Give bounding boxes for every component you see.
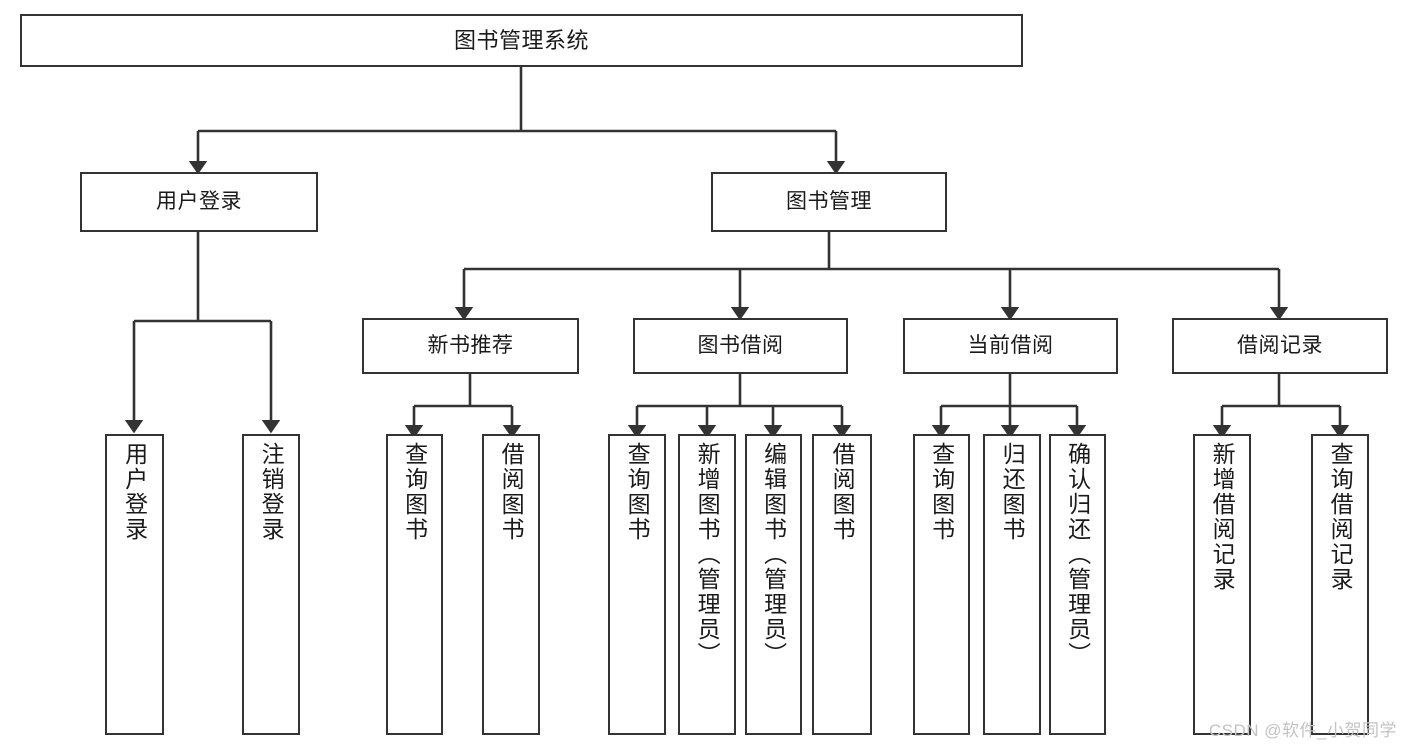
node-leaf-query-book-3[interactable]: 查询图书 [913,434,970,735]
node-leaf-query-book-1-label: 查询图书 [401,442,428,542]
node-root[interactable]: 图书管理系统 [20,14,1023,67]
node-leaf-query-record-label: 查询借阅记录 [1327,442,1354,592]
node-leaf-confirm-return[interactable]: 确认归还（管理员） [1049,434,1106,735]
node-book-borrow[interactable]: 图书借阅 [633,318,848,374]
node-leaf-return-book[interactable]: 归还图书 [983,434,1041,735]
node-leaf-borrow-book-1[interactable]: 借阅图书 [482,434,540,735]
node-current-borrow-label: 当前借阅 [967,333,1054,357]
node-leaf-edit-book[interactable]: 编辑图书（管理员） [745,434,802,735]
node-leaf-logout-label: 注销登录 [258,442,285,542]
node-user-login[interactable]: 用户登录 [80,172,318,232]
node-leaf-edit-book-label: 编辑图书（管理员） [760,442,787,667]
node-leaf-query-book-2[interactable]: 查询图书 [608,434,666,735]
node-leaf-add-record-label: 新增借阅记录 [1209,442,1236,592]
node-leaf-logout[interactable]: 注销登录 [242,434,300,735]
node-leaf-borrow-book-2-label: 借阅图书 [829,442,856,542]
node-user-login-label: 用户登录 [156,189,242,213]
node-leaf-user-login[interactable]: 用户登录 [105,434,164,735]
node-new-book-rec-label: 新书推荐 [427,333,514,357]
node-root-label: 图书管理系统 [453,27,589,53]
csdn-watermark: CSDN @软件_小贺同学 [1208,721,1397,740]
node-leaf-borrow-book-1-label: 借阅图书 [498,442,525,542]
node-borrow-record-label: 借阅记录 [1237,333,1323,357]
node-book-manage[interactable]: 图书管理 [711,172,947,232]
node-book-manage-label: 图书管理 [786,189,872,213]
node-leaf-query-book-3-label: 查询图书 [928,442,955,542]
node-book-borrow-label: 图书借阅 [697,333,784,357]
node-leaf-borrow-book-2[interactable]: 借阅图书 [812,434,872,735]
node-leaf-confirm-return-label: 确认归还（管理员） [1064,442,1091,667]
node-new-book-rec[interactable]: 新书推荐 [362,318,579,374]
node-leaf-query-book-1[interactable]: 查询图书 [386,434,443,735]
node-leaf-query-record[interactable]: 查询借阅记录 [1311,434,1369,735]
node-leaf-add-record[interactable]: 新增借阅记录 [1193,434,1251,735]
node-borrow-record[interactable]: 借阅记录 [1172,318,1388,374]
node-leaf-add-book-label: 新增图书（管理员） [694,442,721,667]
node-current-borrow[interactable]: 当前借阅 [903,318,1118,374]
node-leaf-return-book-label: 归还图书 [999,442,1026,542]
node-leaf-add-book[interactable]: 新增图书（管理员） [678,434,736,735]
node-leaf-user-login-label: 用户登录 [121,442,148,542]
node-leaf-query-book-2-label: 查询图书 [624,442,651,542]
